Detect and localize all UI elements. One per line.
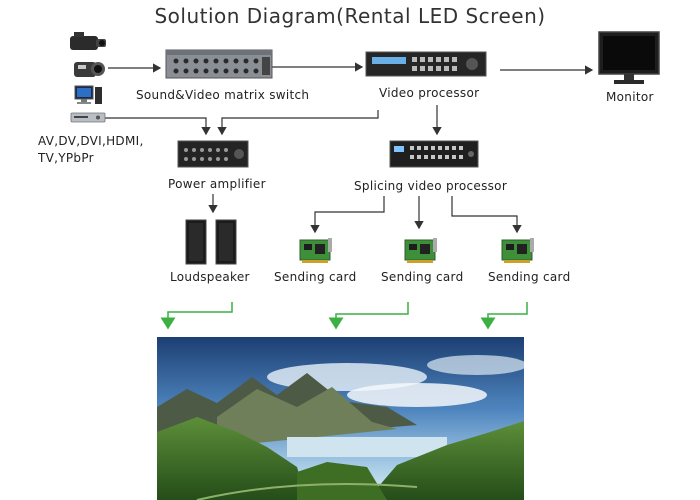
video-camera-icon <box>74 62 105 77</box>
sending-card-1-label: Sending card <box>274 270 357 284</box>
green-arrow-card-2 <box>328 302 409 330</box>
sending-card-2-label: Sending card <box>381 270 464 284</box>
computer-icon <box>74 85 102 104</box>
sending-card-3-label: Sending card <box>488 270 571 284</box>
green-arrow-card-3 <box>480 302 528 330</box>
video-processor-label: Video processor <box>379 86 480 100</box>
splicing-processor-label: Splicing video processor <box>354 179 508 193</box>
splicing-processor-device <box>389 140 479 168</box>
video-processor-device <box>365 51 487 77</box>
camcorder-icon <box>70 32 106 50</box>
dvd-player-icon <box>70 112 106 123</box>
power-amplifier-device <box>177 140 249 168</box>
monitor-device <box>598 31 660 84</box>
diagram-title: Solution Diagram(Rental LED Screen) <box>154 4 546 28</box>
arrow-splicing-to-card-1 <box>310 196 385 234</box>
green-arrow-card-1 <box>160 302 233 330</box>
arrow-processor-to-amplifier <box>217 110 379 136</box>
sending-card-1-device <box>299 238 332 263</box>
source-types-label-line1: AV,DV,DVI,HDMI, <box>38 134 144 148</box>
loudspeaker-label: Loudspeaker <box>170 270 250 284</box>
matrix-switch-label: Sound&Video matrix switch <box>136 88 310 102</box>
source-types-label-line2: TV,YPbPr <box>38 151 94 165</box>
sending-card-2-device <box>404 238 437 263</box>
matrix-switch-device <box>165 49 273 79</box>
sending-card-3-device <box>501 238 534 263</box>
loudspeaker-device <box>185 219 237 265</box>
led-screen-landscape <box>157 337 524 500</box>
arrow-sources-to-amplifier <box>100 117 211 136</box>
power-amplifier-label: Power amplifier <box>168 177 266 191</box>
monitor-label: Monitor <box>606 90 654 104</box>
arrow-splicing-to-card-3 <box>451 196 522 234</box>
